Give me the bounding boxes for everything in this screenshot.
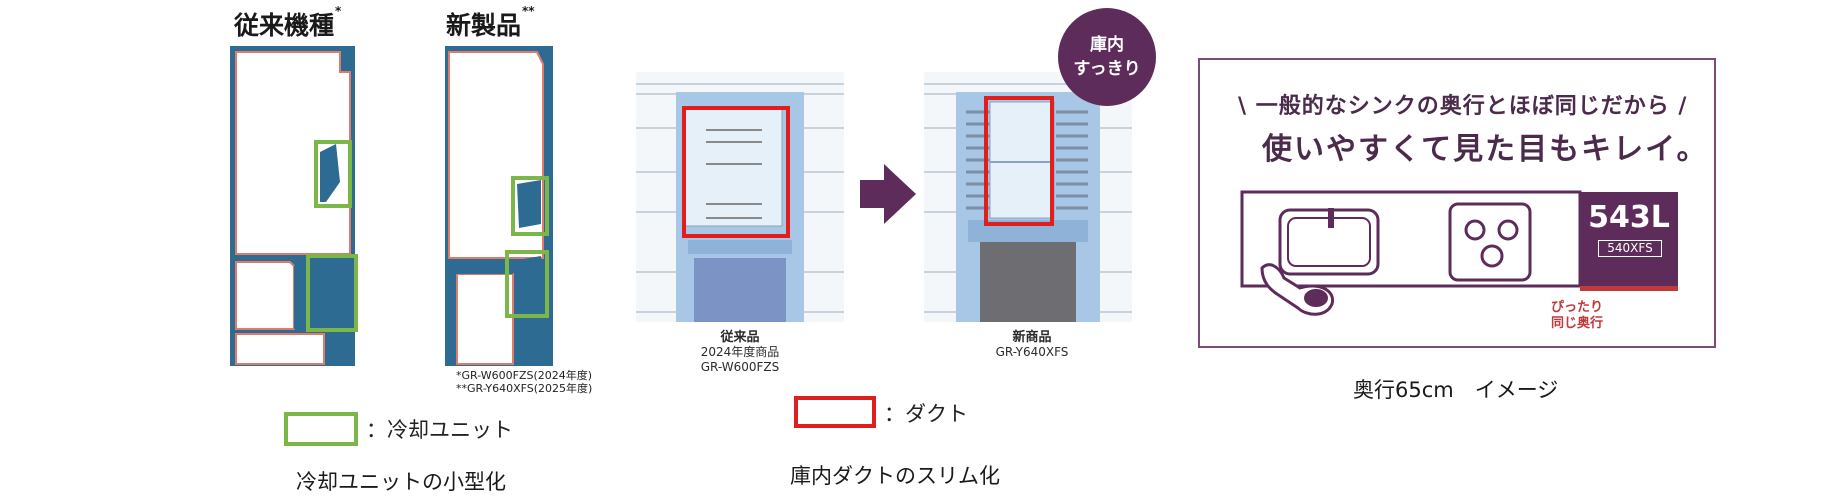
- old-fridge-unit-space: [294, 266, 328, 329]
- footnote-old: *GR-W600FZS(2024年度): [456, 369, 593, 382]
- new-product-model: GR-Y640XFS: [995, 345, 1069, 359]
- fridge-capacity: 543L: [1588, 200, 1670, 235]
- new-fridge-interior: [924, 72, 1132, 322]
- new-model-mark: **: [522, 4, 535, 18]
- old-fridge-interior: [636, 72, 844, 322]
- slim-duct-caption: 庫内ダクトのスリム化: [790, 464, 1000, 488]
- footnotes: *GR-W600FZS(2024年度) **GR-Y640XFS(2025年度): [456, 369, 592, 395]
- duct-comparison-diagram: [636, 72, 1132, 322]
- old-fridge-lower-left: [235, 261, 295, 330]
- fridge-model-tag: 540XFS: [1598, 240, 1662, 257]
- new-product-label: 新商品 GR-Y640XFS: [952, 330, 1112, 360]
- depth-alignment-bar: [1580, 286, 1678, 291]
- new-model-heading: 新製品**: [446, 4, 535, 42]
- old-model-mark: *: [335, 4, 342, 18]
- old-model-heading: 従来機種*: [234, 4, 342, 42]
- stove: [1448, 202, 1532, 282]
- roomy-interior-badge: 庫内 すっきり: [1058, 8, 1156, 106]
- cooling-unit-legend-label: ：冷却ユニット: [366, 418, 513, 442]
- same-depth-line1: ぴったり: [1550, 300, 1603, 315]
- new-model-label: 新製品: [446, 11, 522, 40]
- fridge-section-diagram: [230, 46, 553, 366]
- new-fridge-lower-unit-shape: [517, 256, 541, 312]
- promo-line2: 使いやすくて見た目もキレイ。: [1262, 132, 1709, 167]
- duct-legend-swatch: [794, 396, 876, 428]
- new-fridge-section: [445, 46, 553, 366]
- old-model-label: 従来機種: [234, 11, 335, 40]
- new-fridge-upper-unit-box: [511, 176, 549, 236]
- old-product-title: 従来品: [720, 330, 760, 345]
- new-duct-box: [984, 96, 1054, 226]
- old-product-model: GR-W600FZS: [700, 360, 780, 374]
- old-product-year: 2024年度商品: [700, 345, 780, 359]
- cooling-unit-legend-swatch: [284, 412, 358, 446]
- duct-legend-label: ：ダクト: [884, 402, 968, 426]
- promo-line1-text: 一般的なシンクの奥行とほぼ同じだから: [1255, 94, 1670, 119]
- old-product-label: 従来品 2024年度商品 GR-W600FZS: [660, 330, 820, 375]
- old-fridge-duct-shape: [320, 144, 340, 202]
- new-fridge-divider: [449, 262, 513, 274]
- depth-image-panel: \ 一般的なシンクの奥行とほぼ同じだから / 使いやすくて見た目もキレイ。 54…: [1198, 58, 1716, 348]
- old-fridge-upper-compartment: [235, 51, 351, 255]
- comparison-arrow: [860, 164, 916, 224]
- counter-top: [1240, 190, 1582, 288]
- same-depth-line2: 同じ奥行: [1550, 316, 1603, 331]
- depth-caption: 奥行65cm イメージ: [1353, 378, 1559, 402]
- new-fridge-lower-unit-box: [505, 250, 549, 318]
- old-fridge-lower-unit-box: [306, 254, 358, 332]
- new-fridge-upper-compartment: [448, 51, 544, 259]
- new-product-title: 新商品: [1012, 330, 1052, 345]
- promo-line1: \ 一般的なシンクの奥行とほぼ同じだから /: [1238, 94, 1688, 119]
- new-fridge-unit-shape: [517, 180, 541, 228]
- old-duct-box: [682, 106, 790, 238]
- new-fridge-lower-compartment: [456, 273, 514, 365]
- badge-line2: すっきり: [1073, 59, 1141, 79]
- old-fridge-upper-unit-box: [314, 140, 352, 208]
- footnote-new: **GR-Y640XFS(2025年度): [456, 382, 593, 395]
- old-fridge-bottom-compartment: [235, 333, 325, 365]
- badge-line1: 庫内: [1090, 35, 1124, 55]
- compact-unit-caption: 冷却ユニットの小型化: [296, 470, 506, 494]
- same-depth-label: ぴったり 同じ奥行: [1522, 300, 1632, 332]
- faucet: [1328, 208, 1334, 228]
- old-fridge-section: [230, 46, 358, 366]
